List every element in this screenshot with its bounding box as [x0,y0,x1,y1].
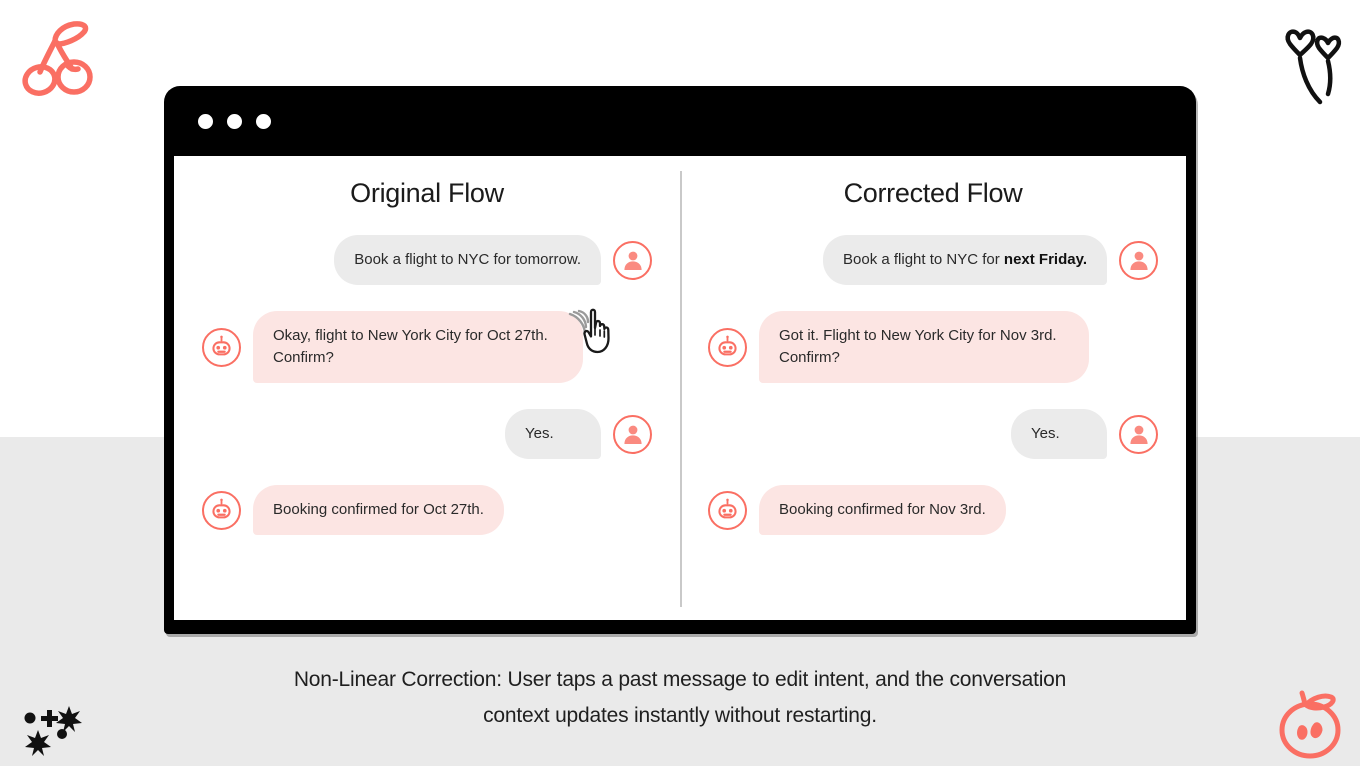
message-row[interactable]: Got it. Flight to New York City for Nov … [708,311,1158,384]
bot-avatar-icon [202,327,241,367]
pane-corrected-flow: Corrected Flow Book a flight to NYC for … [680,156,1186,620]
pane-divider [680,171,682,607]
message-row[interactable]: Yes. [708,409,1158,460]
user-avatar-icon [1119,240,1158,280]
user-avatar-icon [1119,414,1158,454]
bot-message-bubble[interactable]: Okay, flight to New York City for Oct 27… [253,311,583,384]
pane-title-corrected: Corrected Flow [843,178,1023,208]
user-avatar-icon [613,240,652,280]
user-message-bubble[interactable]: Yes. [505,409,601,460]
message-row[interactable]: Okay, flight to New York City for Oct 27… [202,311,652,384]
sparkles-doodle-icon [18,698,82,763]
user-message-bubble[interactable]: Yes. [1011,409,1107,460]
user-message-bubble[interactable]: Book a flight to NYC for next Friday. [823,235,1107,286]
browser-window: Original Flow Book a flight to NYC for t… [164,86,1196,634]
bot-message-bubble[interactable]: Booking confirmed for Nov 3rd. [759,485,1006,536]
message-row[interactable]: Book a flight to NYC for next Friday. [708,235,1158,286]
orange-fruit-doodle-icon [1272,686,1350,766]
bot-avatar-icon [708,490,747,530]
message-text: Booking confirmed for Oct 27th. [273,501,484,519]
message-row[interactable]: Booking confirmed for Oct 27th. [202,485,652,536]
user-message-bubble[interactable]: Book a flight to NYC for tomorrow. [334,235,601,286]
user-avatar-icon [613,414,652,454]
message-row[interactable]: Booking confirmed for Nov 3rd. [708,485,1158,536]
message-text: Got it. Flight to New York City for Nov … [779,327,1057,367]
message-row[interactable]: Book a flight to NYC for tomorrow. [202,235,652,286]
message-text: Booking confirmed for Nov 3rd. [779,501,986,519]
message-row[interactable]: Yes. [202,409,652,460]
heart-balloons-doodle-icon [1276,18,1348,113]
window-titlebar [164,86,1196,156]
bot-avatar-icon [708,327,747,367]
pane-original-flow: Original Flow Book a flight to NYC for t… [174,156,680,620]
message-text: Yes. [525,425,554,443]
caption: Non-Linear Correction: User taps a past … [0,662,1360,734]
bot-message-bubble[interactable]: Booking confirmed for Oct 27th. [253,485,504,536]
window-dot-close-icon[interactable] [198,113,213,129]
message-text: Book a flight to NYC for [843,251,1004,268]
caption-line-1: Non-Linear Correction: User taps a past … [293,668,1067,691]
message-text-emphasis: next Friday. [1003,251,1087,268]
bot-message-bubble[interactable]: Got it. Flight to New York City for Nov … [759,311,1089,384]
window-viewport: Original Flow Book a flight to NYC for t… [174,156,1186,620]
window-dot-minimize-icon[interactable] [227,113,242,129]
window-dot-maximize-icon[interactable] [256,113,271,129]
caption-line-2: context updates instantly without restar… [483,704,877,727]
bot-avatar-icon [202,490,241,530]
message-text: Okay, flight to New York City for Oct 27… [273,327,548,367]
pane-title-original: Original Flow [350,178,504,208]
message-text: Yes. [1031,425,1060,443]
cherry-doodle-icon [22,14,98,103]
message-text: Book a flight to NYC for tomorrow. [354,251,581,268]
